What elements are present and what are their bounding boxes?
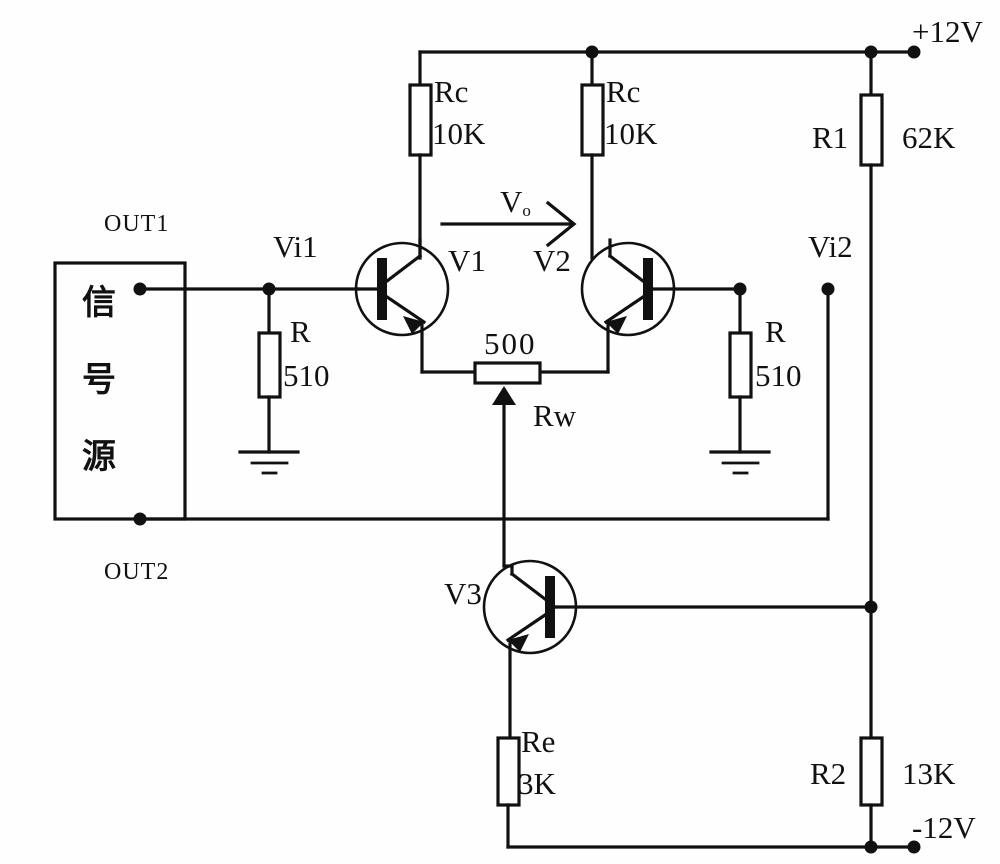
transistor-v2 xyxy=(580,238,742,374)
node-dot-rail-minus xyxy=(864,840,878,854)
terminal-dot-out1 xyxy=(133,282,147,296)
signal-source-char-3: 源 xyxy=(82,437,117,477)
terminal-dot-out2 xyxy=(133,512,147,526)
label-out2: OUT2 xyxy=(104,559,170,585)
resistor-r2-group xyxy=(859,605,884,849)
supply-rail-positive xyxy=(418,45,921,59)
label-v3: V3 xyxy=(444,576,482,611)
resistor-re-group xyxy=(496,736,521,849)
label-r1: R1 xyxy=(812,120,849,155)
label-out1: OUT1 xyxy=(104,211,170,237)
terminal-dot-minus12v xyxy=(907,840,921,854)
label-vo-main: V xyxy=(500,184,523,219)
label-vi2: Vi2 xyxy=(808,229,853,264)
label-vo: Vo xyxy=(484,170,531,235)
ground-right xyxy=(709,450,771,475)
wire-out1-to-base-v1 xyxy=(133,282,360,296)
label-rc-left-value: 10K xyxy=(432,116,486,151)
label-rw-value: 500 xyxy=(484,326,537,361)
label-r-right: R xyxy=(765,314,786,349)
signal-source-char-2: 号 xyxy=(82,360,117,400)
label-r2-value: 13K xyxy=(902,756,956,791)
resistor-rc-right-group xyxy=(580,50,605,260)
resistor-r-left-group xyxy=(238,287,300,475)
label-vi1: Vi1 xyxy=(273,229,318,264)
label-r2: R2 xyxy=(810,756,847,791)
signal-source-char-1: 信 xyxy=(82,283,117,323)
transistor-v3 xyxy=(482,559,578,740)
wire-v3-base xyxy=(554,600,878,614)
vo-arrow xyxy=(440,200,577,248)
label-rw: Rw xyxy=(533,398,577,433)
label-supply-positive: +12V xyxy=(912,14,983,49)
label-r1-value: 62K xyxy=(902,120,956,155)
ground-left xyxy=(238,450,300,475)
node-vi2-group xyxy=(709,282,835,521)
label-v1: V1 xyxy=(448,243,486,278)
label-v2: V2 xyxy=(533,243,571,278)
resistor-rc-left-group xyxy=(408,50,433,260)
label-r-right-value: 510 xyxy=(755,358,802,393)
transistor-v1 xyxy=(354,238,450,374)
label-rc-right: Rc xyxy=(606,74,641,109)
label-re-value: 3K xyxy=(518,766,556,801)
supply-rail-negative xyxy=(506,840,921,854)
signal-source-box xyxy=(53,261,187,521)
label-rc-left: Rc xyxy=(434,74,469,109)
terminal-dot-plus12v xyxy=(907,45,921,59)
label-vo-subscript: o xyxy=(522,201,531,220)
label-rc-right-value: 10K xyxy=(604,116,658,151)
label-re: Re xyxy=(521,724,556,759)
label-r-left: R xyxy=(290,314,311,349)
label-r-left-value: 510 xyxy=(283,358,330,393)
label-supply-negative: -12V xyxy=(912,810,976,845)
potentiometer-rw xyxy=(420,361,610,568)
wire-out2-return xyxy=(133,512,830,526)
resistor-r1-group xyxy=(859,50,884,609)
